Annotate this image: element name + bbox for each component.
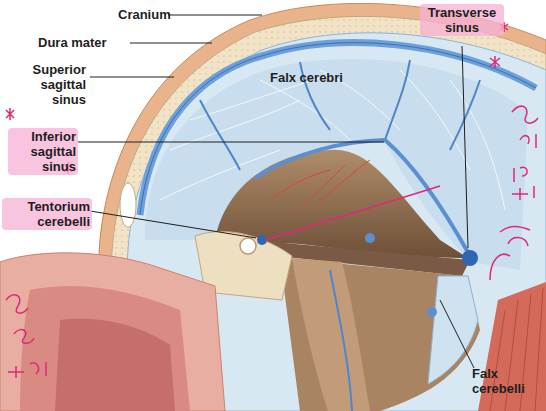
part-label: Falx cerebri (270, 70, 343, 85)
part-label: Superior sagittal sinus (8, 62, 86, 107)
part-label: Falx cerebelli (472, 366, 542, 396)
part-label: Tentorium cerebelli (2, 198, 92, 230)
part-label: Inferior sagittal sinus (8, 128, 78, 175)
part-label: Transverse sinus (420, 4, 504, 36)
leader-lines (78, 15, 474, 368)
part-label: Dura mater (38, 35, 107, 50)
part-label: Cranium (118, 7, 171, 22)
